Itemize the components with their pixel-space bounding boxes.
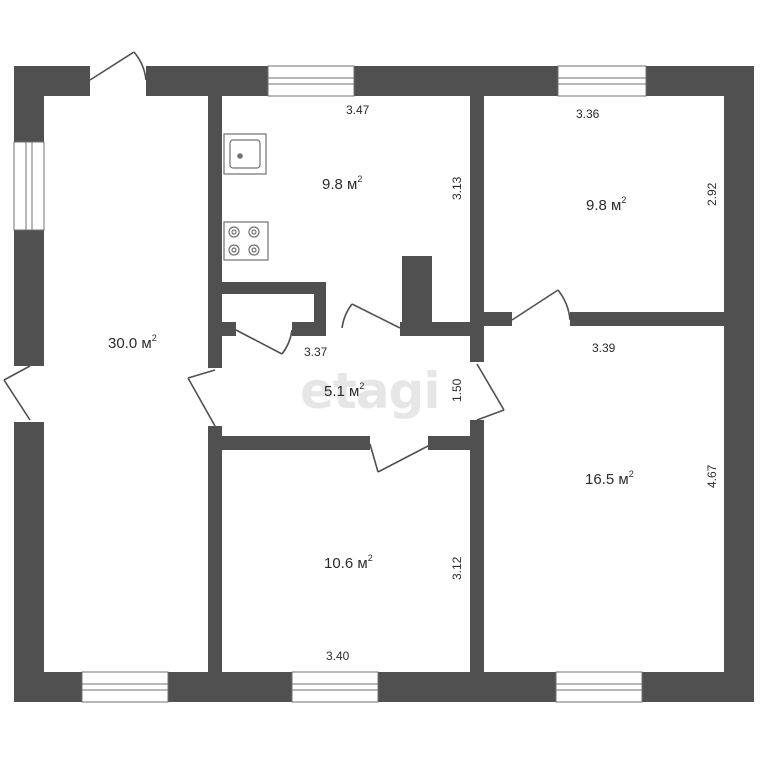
bedroom-top-right-width: 3.36 (576, 107, 600, 121)
door-left-side (3, 365, 31, 421)
window-bottom-bedroom (291, 671, 379, 703)
hall-area: 5.1 м2 (324, 381, 364, 400)
living-room-area: 30.0 м2 (108, 333, 157, 352)
bedroom-large-width: 3.39 (592, 341, 616, 355)
door-hall-bedroom-right (476, 363, 505, 421)
window-bottom-living (81, 671, 169, 703)
exterior-openings (13, 66, 146, 422)
window-bottom-large-bedroom (555, 671, 643, 703)
stove-icon (223, 221, 269, 261)
bedroom-large-depth: 4.67 (705, 464, 719, 488)
door-closet (235, 329, 293, 355)
kitchen-depth: 3.13 (450, 176, 464, 200)
interior-walls (208, 96, 724, 672)
hall-depth: 1.50 (450, 378, 464, 402)
window-top-kitchen (267, 65, 355, 97)
bedroom-bottom-width: 3.40 (326, 649, 350, 663)
right-wall (724, 66, 754, 702)
bedroom-top-right-area: 9.8 м2 (586, 195, 626, 214)
window-top-bedroom (557, 65, 647, 97)
watermark-logo: etagi (300, 362, 439, 420)
kitchen-width: 3.47 (346, 103, 370, 117)
kitchen-area: 9.8 м2 (322, 174, 362, 193)
doors (3, 51, 571, 473)
door-kitchen (341, 303, 401, 329)
windows (13, 65, 647, 703)
door-entrance (89, 51, 147, 81)
door-bedroom-bottom (369, 443, 429, 473)
bedroom-large-area: 16.5 м2 (585, 469, 634, 488)
bedroom-top-right-depth: 2.92 (705, 182, 719, 206)
window-left-living (13, 141, 45, 231)
bedroom-bottom-area: 10.6 м2 (324, 553, 373, 572)
door-bedroom-top (511, 289, 571, 321)
door-hall-living (187, 369, 216, 427)
hall-width: 3.37 (304, 345, 328, 359)
sink-icon (223, 133, 267, 175)
bedroom-bottom-depth: 3.12 (450, 556, 464, 580)
